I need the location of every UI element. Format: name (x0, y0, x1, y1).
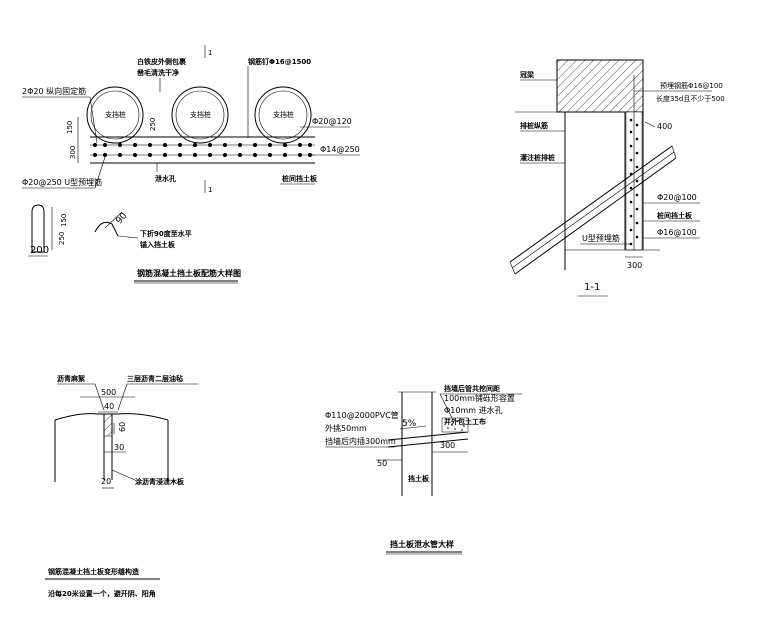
pipe-bottom (387, 438, 469, 448)
slope-end (509, 261, 516, 275)
slope-marker (399, 425, 427, 430)
pile-2: 支挡桩 (171, 86, 229, 144)
label-geotextile: 并外包土工布 (444, 417, 486, 426)
leader-board (111, 469, 136, 481)
slope-line-3 (514, 157, 677, 275)
dim-400: 400 (657, 122, 672, 131)
bend-detail: 90 下折90度至水平 锚入挡土板 (94, 211, 192, 249)
label-bend-down: 下折90度至水平 (140, 229, 192, 238)
leader-u-embed-tip (94, 156, 106, 189)
dim-20: 20 (101, 477, 111, 486)
section-mark-top-label: 1 (208, 49, 212, 57)
leader-fill-tip (439, 393, 453, 419)
note-joint: 沿每20米设置一个，避开阴、阳角 (48, 589, 156, 598)
pile-3: 支挡桩 (254, 86, 312, 144)
slope-line-2 (511, 151, 675, 269)
detail-section-1-1: 冠梁 300 预埋钢筋Φ16@100 长度35d且不少于500 400 (509, 59, 725, 297)
dim-50: 50 (377, 459, 387, 468)
sm-dim-150: 150 (60, 214, 68, 227)
label-crown-beam: 冠梁 (520, 70, 535, 79)
u-bar-detail: 150 250 200 (28, 204, 68, 257)
slope-end-2 (671, 145, 677, 159)
dim-300-drain: 300 (440, 441, 455, 450)
dim-30: 30 (114, 443, 124, 452)
joint-filler (103, 413, 113, 437)
label-pvc: Φ110@2000PVC管 (325, 410, 399, 420)
label-20-100: Φ20@100 (657, 193, 697, 202)
label-grout-pile: 灌注桩排桩 (520, 153, 555, 162)
dim-300-bottom: 300 (627, 261, 642, 270)
dim-40: 40 (104, 402, 114, 411)
label-out-50: 外挑50mm (325, 423, 367, 433)
label-fill-spacing: 挡墙后管共挖间距 (444, 384, 500, 393)
title-plate-reinforcement: 钢筋混凝土挡土板配筋大样图 (137, 268, 241, 278)
label-u-embed-section: U型预埋筋 (582, 233, 620, 243)
leader-long-rebar-tip (89, 96, 98, 144)
plate-rebar-dots (629, 118, 639, 246)
title-section-1-1: 1-1 (584, 282, 600, 293)
sm-dim-200: 200 (30, 245, 49, 256)
detail-plate-reinforcement: 1 1 支挡桩 支挡桩 支挡桩 白铁皮外侧包裹 凿 (22, 45, 360, 284)
section-mark-bottom-label: 1 (208, 186, 212, 194)
label-embed-length: 长度35d且不少于500 (656, 94, 725, 103)
label-16-100: Φ16@100 (657, 228, 697, 237)
detail-drain-pipe: 挡土板 5% 300 50 挡墙后管共挖间距 100mm铺砾形容置 Φ110@2… (325, 384, 522, 555)
label-drain-hole: 泄水孔 (155, 174, 176, 183)
detail-deformation-joint: 沥青麻絮 三层沥青二层油毡 500 40 60 30 20 涂沥青浸渍木板 钢筋… (45, 374, 198, 598)
label-plate-drain: 挡土板 (408, 474, 430, 483)
label-slope-5: 5% (402, 419, 417, 429)
dim-150: 150 (66, 121, 74, 134)
crown-beam (556, 59, 644, 113)
label-anchor-plate: 锚入挡土板 (140, 240, 176, 249)
dim-500: 500 (101, 388, 116, 397)
leader-400 (644, 121, 656, 128)
label-long-rebar: 2Φ20 纵向固定筋 (22, 86, 86, 96)
title-deformation-joint: 钢筋混凝土挡土板变形缝构造 (48, 567, 140, 576)
title-drain-pipe: 挡土板泄水管大样 (390, 539, 454, 549)
pile-2-label: 支挡桩 (190, 110, 211, 119)
label-rebar-nail: 钢筋钉Φ16@1500 (248, 57, 311, 66)
label-in-300: 挡墙后内插300mm (325, 436, 396, 446)
label-embed-rebar: 预埋钢筋Φ16@100 (660, 81, 723, 90)
pipe-top (387, 431, 469, 441)
dim-60: 60 (118, 422, 127, 432)
slope-line-1 (509, 145, 673, 263)
dim-300: 300 (69, 146, 77, 159)
label-20-120: Φ20@120 (312, 117, 352, 126)
rebar-dots (93, 143, 312, 157)
pile-3-label: 支挡桩 (273, 110, 294, 119)
sm-dim-250: 250 (58, 232, 66, 245)
label-asphalt-hemp: 沥青麻絮 (57, 374, 85, 383)
label-plate: 桩间挡土板 (282, 174, 318, 183)
label-felt: 三层沥青二层油毡 (127, 374, 183, 383)
label-plastic-wrap: 白铁皮外侧包裹 (137, 57, 187, 66)
label-pile-rebar: 排桩纵筋 (520, 121, 548, 130)
pile-1-label: 支挡桩 (105, 110, 126, 119)
gravel-dots (445, 420, 465, 431)
label-plate-section: 桩间挡土板 (657, 211, 693, 220)
label-14-250: Φ14@250 (320, 145, 360, 154)
label-roughen-clean: 凿毛清洗干净 (137, 68, 179, 77)
label-board: 涂沥青浸渍木板 (135, 477, 185, 486)
sm-dim-90: 90 (114, 211, 129, 226)
dim-250: 250 (149, 118, 157, 131)
label-inlet-hole: Φ10mm 进水孔 (444, 405, 503, 415)
label-fill-gravel: 100mm铺砾形容置 (444, 393, 515, 403)
pile-1: 支挡桩 (86, 86, 144, 144)
label-u-embed: Φ20@250 U型预埋筋 (22, 177, 102, 187)
